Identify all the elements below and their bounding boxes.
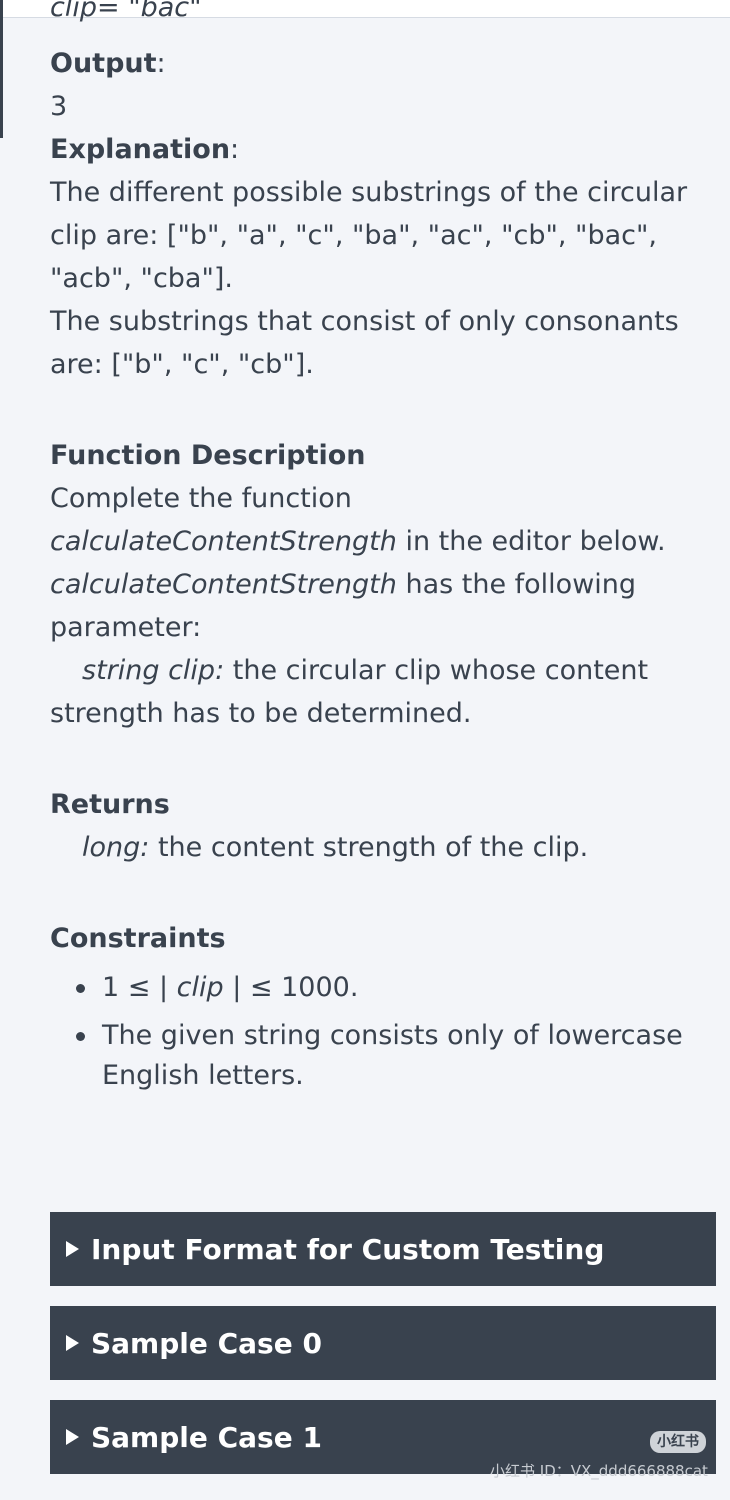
- returns-line: long: the content strength of the clip.: [82, 832, 589, 863]
- expand-triangle-icon: [66, 1241, 79, 1257]
- output-value: 3: [50, 91, 68, 122]
- function-description-heading: Function Description: [50, 440, 366, 471]
- explanation-label: Explanation: [50, 134, 231, 165]
- explanation-line-1: The different possible substrings of the…: [50, 177, 688, 294]
- function-complete-text: Complete the function: [50, 483, 352, 514]
- output-label-line: Output:: [50, 48, 166, 79]
- function-name-2: calculateContentStrength: [50, 569, 397, 600]
- function-editor-line: calculateContentStrength in the editor b…: [50, 526, 666, 557]
- accordion-label: Sample Case 1: [91, 1420, 322, 1454]
- constraint-item: 1 ≤ | clip | ≤ 1000.: [76, 968, 715, 1008]
- accordion-label: Sample Case 0: [91, 1326, 322, 1360]
- returns-heading: Returns: [50, 789, 170, 820]
- constraints-heading: Constraints: [50, 923, 226, 954]
- watermark-badge: 小红书: [650, 1431, 706, 1453]
- param-name: string clip:: [82, 655, 225, 686]
- function-params-line: calculateContentStrength has the followi…: [50, 569, 637, 643]
- explanation-label-line: Explanation:: [50, 134, 240, 165]
- left-rail: [0, 0, 3, 138]
- function-name: calculateContentStrength: [50, 526, 397, 557]
- previous-input-line: clip= "bac": [50, 0, 202, 23]
- accordion-input-format[interactable]: Input Format for Custom Testing: [50, 1212, 716, 1286]
- explanation-line-2: The substrings that consist of only cons…: [50, 306, 679, 380]
- expand-triangle-icon: [66, 1429, 79, 1445]
- watermark-text: 小红书 ID：VX_ddd666888cat: [490, 1462, 708, 1480]
- returns-type: long:: [82, 832, 150, 863]
- accordion-label: Input Format for Custom Testing: [91, 1232, 605, 1266]
- accordion-sample-case-1[interactable]: Sample Case 1 小红书: [50, 1400, 716, 1474]
- constraints-list: 1 ≤ | clip | ≤ 1000. The given string co…: [50, 968, 715, 1096]
- problem-statement: clip= "bac" Output: 3 Explanation: The d…: [50, 0, 715, 1096]
- accordion-sample-case-0[interactable]: Sample Case 0: [50, 1306, 716, 1380]
- output-label: Output: [50, 48, 157, 79]
- param-line: string clip: the circular clip whose con…: [50, 655, 649, 729]
- top-border: [0, 0, 730, 18]
- expand-triangle-icon: [66, 1335, 79, 1351]
- constraint-item: The given string consists only of lowerc…: [76, 1016, 715, 1096]
